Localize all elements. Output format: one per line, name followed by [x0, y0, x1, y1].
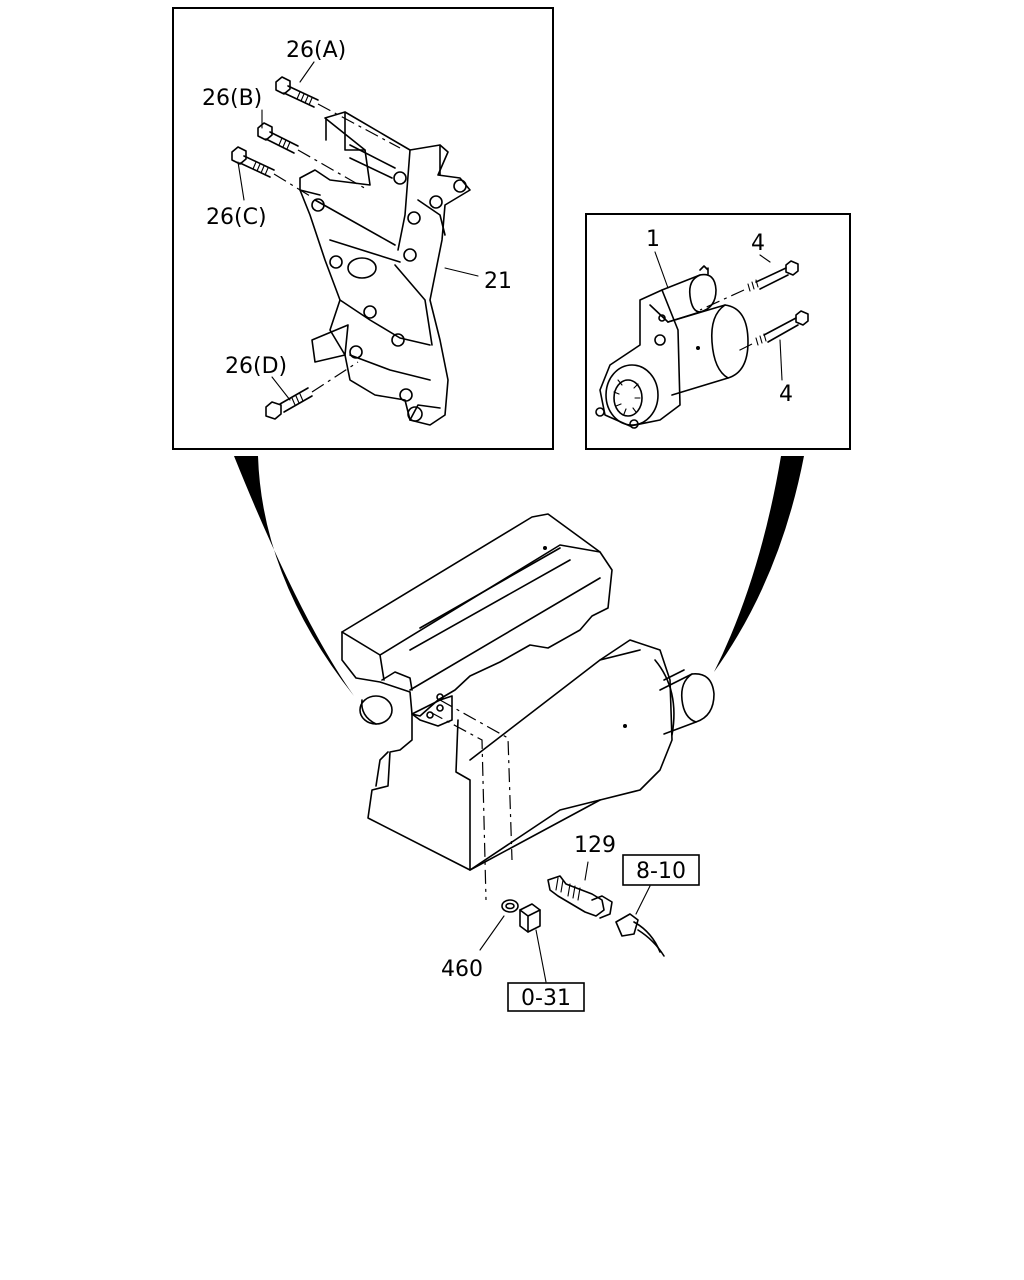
- engine-block-drawing: [341, 513, 715, 901]
- ref-8-10-text: 8-10: [636, 859, 686, 884]
- sensor-129-drawing: [547, 861, 613, 919]
- bolt-26d-drawing: [265, 361, 359, 420]
- label-bracket-21: 21: [484, 269, 512, 294]
- ref-box-0-31[interactable]: 0-31: [507, 982, 585, 1012]
- starter-inset: 1 4 4: [585, 213, 851, 450]
- right-connector-arc: [714, 456, 804, 672]
- label-starter-bolt-bottom: 4: [779, 382, 793, 407]
- ref-0-31-text: 0-31: [521, 986, 571, 1011]
- starter-bolt-top-drawing: [699, 260, 799, 311]
- bracket-21-drawing: [299, 111, 479, 426]
- plug-drawing: [519, 903, 547, 983]
- bracket-inset: 26(A) 26(B) 26(C) 26(D) 21: [172, 7, 554, 450]
- starter-bolt-bottom-drawing: [735, 310, 809, 353]
- connector-drawing: [615, 885, 665, 957]
- bolt-26a-drawing: [275, 76, 401, 149]
- left-connector-arc: [234, 456, 354, 696]
- label-bolt-26b: 26(B): [202, 86, 262, 111]
- starter-motor-drawing: [595, 265, 749, 429]
- bolt-26c-drawing: [231, 146, 311, 197]
- label-bolt-26c: 26(C): [206, 205, 267, 230]
- label-bolt-26a: 26(A): [286, 38, 346, 63]
- label-bolt-26d: 26(D): [225, 354, 287, 379]
- washer-460-drawing: [479, 899, 519, 951]
- label-sensor-129: 129: [574, 833, 616, 858]
- label-washer-460: 460: [441, 957, 483, 982]
- ref-box-8-10[interactable]: 8-10: [622, 854, 700, 886]
- label-starter-1: 1: [646, 227, 660, 252]
- label-starter-bolt-top: 4: [751, 231, 765, 256]
